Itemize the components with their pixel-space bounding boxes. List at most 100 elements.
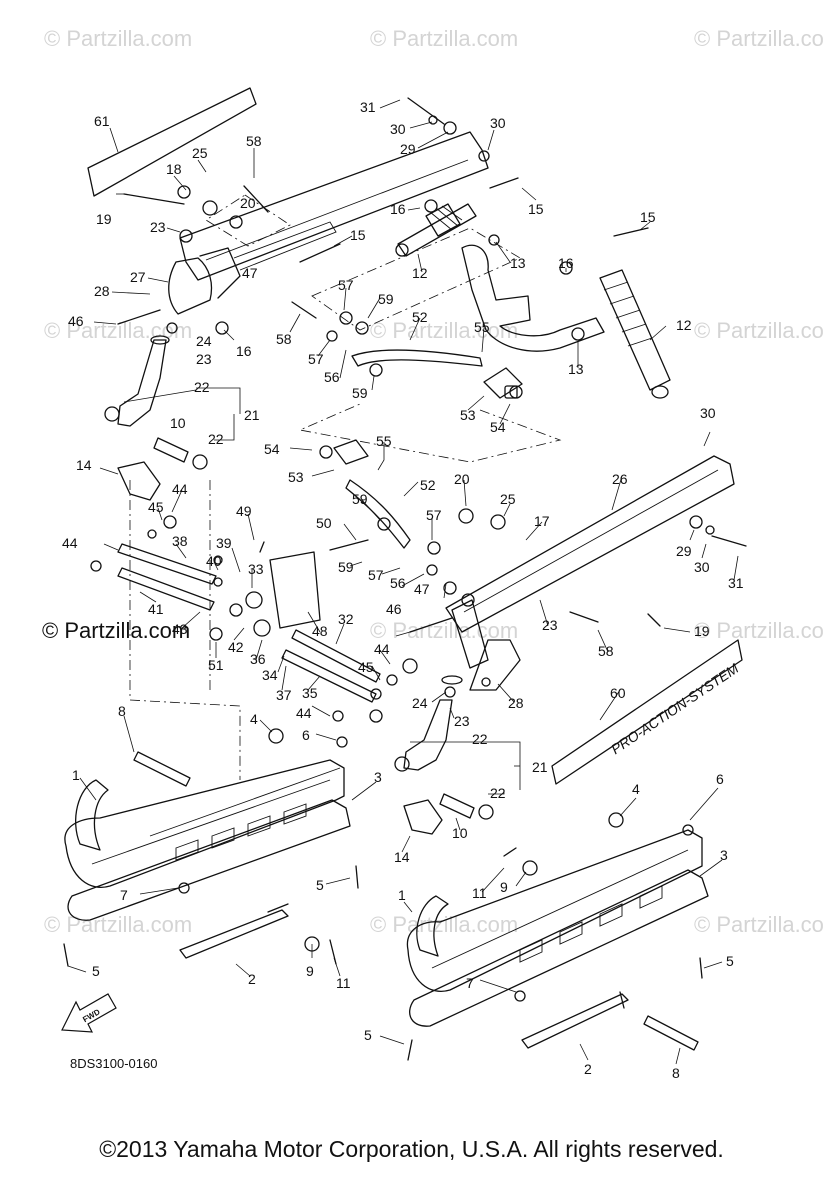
callout-label: 57 <box>368 567 384 583</box>
callout-label: 39 <box>216 535 232 551</box>
callout-label: 15 <box>528 201 544 217</box>
frame-upper <box>179 131 489 281</box>
link-52-upper <box>351 349 483 367</box>
decal-60-text: PRO-ACTION-SYSTEM <box>608 660 742 757</box>
callout-label: 11 <box>472 885 487 901</box>
callout-label: 30 <box>390 121 406 137</box>
callout-label: 1 <box>72 767 80 783</box>
callout-label: 14 <box>394 849 410 865</box>
callout-label: 47 <box>242 265 258 281</box>
bracket-14-r <box>403 799 443 835</box>
callout-label: 16 <box>236 343 252 359</box>
callout-label: 61 <box>94 113 110 129</box>
callout-label: 20 <box>454 471 470 487</box>
watermark-low-right: © Partzilla.com <box>694 912 823 937</box>
callout-label: 25 <box>500 491 516 507</box>
callout-label: 58 <box>276 331 292 347</box>
callout-label: 11 <box>336 975 351 991</box>
callout-label: 46 <box>386 601 402 617</box>
callout-label: 47 <box>414 581 430 597</box>
callout-label: 44 <box>172 481 188 497</box>
shock-absorber-12-right <box>599 269 671 399</box>
callout-label: 13 <box>510 255 526 271</box>
callout-label: 13 <box>568 361 584 377</box>
callout-label: 21 <box>532 759 548 775</box>
callout-label: 23 <box>542 617 558 633</box>
callout-label: 2 <box>584 1061 592 1077</box>
callout-label: 2 <box>248 971 256 987</box>
callout-label: 7 <box>466 975 474 991</box>
callout-label: 59 <box>352 385 368 401</box>
callout-label: 17 <box>534 513 550 529</box>
callout-label: 27 <box>130 269 146 285</box>
callout-label: 57 <box>308 351 324 367</box>
callout-label: 8 <box>118 703 126 719</box>
callout-label: 46 <box>68 313 84 329</box>
callout-label: 30 <box>700 405 716 421</box>
callout-label: 19 <box>694 623 710 639</box>
callout-label: 60 <box>610 685 626 701</box>
callout-label: 57 <box>426 507 442 523</box>
callout-label: 7 <box>120 887 128 903</box>
leader-lines <box>67 99 739 1065</box>
callout-label: 22 <box>490 785 506 801</box>
callout-label: 25 <box>192 145 208 161</box>
callout-label: 19 <box>96 211 112 227</box>
callout-label: 28 <box>508 695 524 711</box>
callout-label: 34 <box>262 667 278 683</box>
rod-38 <box>117 543 217 585</box>
callout-label: 58 <box>246 133 262 149</box>
callout-label: 12 <box>412 265 428 281</box>
rocker-arm <box>461 244 605 352</box>
bolt-8-left <box>133 751 191 787</box>
callout-label: 12 <box>676 317 692 333</box>
callout-label: 9 <box>500 879 508 895</box>
decal-61 <box>87 87 257 197</box>
spindle-upper <box>117 339 167 427</box>
callout-label: 22 <box>208 431 224 447</box>
callout-label: 22 <box>194 379 210 395</box>
frame-26 <box>445 455 735 633</box>
callout-label: 56 <box>390 575 406 591</box>
callout-label: 30 <box>490 115 506 131</box>
part-code: 8DS3100-0160 <box>70 1056 158 1071</box>
callout-label: 44 <box>62 535 78 551</box>
shock-absorber-12-left <box>395 203 477 257</box>
callout-label: 43 <box>172 621 188 637</box>
bushing-22-r <box>394 756 410 772</box>
bushing-22-ul <box>104 406 120 422</box>
runner-2-right <box>521 993 629 1049</box>
callout-label: 59 <box>352 491 368 507</box>
callout-label: 40 <box>206 553 222 569</box>
callout-label: 50 <box>316 515 332 531</box>
callout-label: 31 <box>728 575 744 591</box>
callout-label: 36 <box>250 651 266 667</box>
callout-label: 23 <box>196 351 212 367</box>
callout-label: 23 <box>150 219 166 235</box>
callout-label: 3 <box>720 847 728 863</box>
callout-label: 32 <box>338 611 354 627</box>
callout-labels: 61 58 25 18 19 20 23 27 47 28 46 16 23 2… <box>62 99 744 1081</box>
bracket-14-ul <box>117 461 161 501</box>
rod-32 <box>291 629 381 683</box>
callout-label: 29 <box>676 543 692 559</box>
callout-label: 54 <box>490 419 506 435</box>
watermark-low-center: © Partzilla.com <box>370 912 519 937</box>
callout-label: 10 <box>170 415 186 431</box>
watermark-center-center: © Partzilla.com <box>370 618 519 643</box>
callout-label: 48 <box>312 623 328 639</box>
callout-label: 26 <box>612 471 628 487</box>
ski-right <box>406 829 709 1027</box>
bolts <box>63 97 747 1061</box>
callout-label: 5 <box>92 963 100 979</box>
callout-label: 45 <box>358 659 374 675</box>
callout-label: 4 <box>632 781 640 797</box>
callout-label: 20 <box>240 195 256 211</box>
callout-label: 49 <box>236 503 252 519</box>
callout-label: 9 <box>306 963 314 979</box>
rod-35 <box>281 649 377 703</box>
watermark-top-left: © Partzilla.com <box>44 26 193 51</box>
watermark-top-center: © Partzilla.com <box>370 26 519 51</box>
callout-label: 35 <box>302 685 318 701</box>
watermark-mid-left-dark: © Partzilla.com <box>42 618 191 643</box>
